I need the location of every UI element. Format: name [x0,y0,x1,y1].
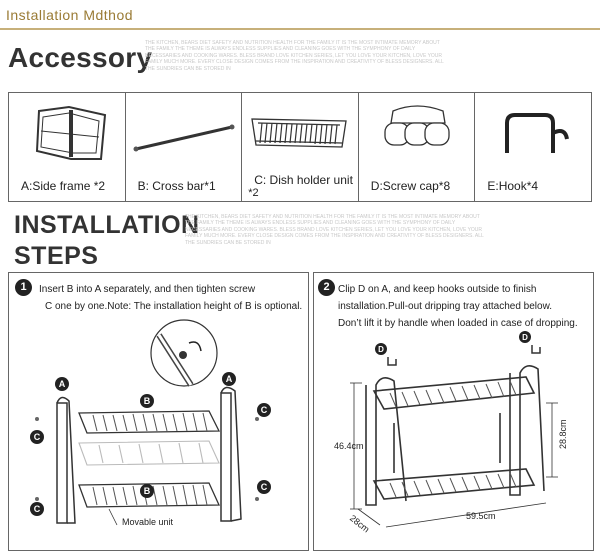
callout-d-right: D [522,333,528,342]
step-2-instructions: Clip D on A, and keep hooks outside to f… [338,281,594,332]
callout-a-right: A [226,374,233,384]
accessory-item-screw-cap: D:Screw cap*8 [359,93,476,201]
accessory-item-side-frame: A:Side frame *2 [9,93,126,201]
step-2-line-3: Don’t lift it by handle when loaded in c… [338,318,578,329]
step-1-panel: 1 Insert B into A separately, and then t… [8,272,309,551]
callout-b-top: B [144,396,151,406]
accessory-item-dish-holder: C: Dish holder unit *2 [242,93,359,201]
callout-a-left: A [59,379,66,389]
installation-heading-line2: STEPS [14,242,99,270]
step-1-line-2: C one by one.Note: The installation heig… [45,301,303,312]
step-2-number: 2 [318,279,335,296]
step-1-line-1: Insert B into A separately, and then tig… [39,284,256,295]
accessory-label: E:Hook*4 [487,179,539,193]
accessory-label: D:Screw cap*8 [370,179,451,193]
accessory-label-extra: *2 [248,187,259,199]
accessory-label: C: Dish holder unit [254,173,353,187]
step-2-panel: 2 Clip D on A, and keep hooks outside to… [313,272,594,551]
dimension-width: 59.5cm [466,511,496,521]
side-frame-icon [35,105,107,160]
accessory-table: A:Side frame *2 B: Cross bar*1 [8,92,592,202]
callout-c-4: C [261,482,268,492]
step-2-line-2: installation.Pull-out dripping tray atta… [338,301,553,312]
screw-cap-icon [384,105,450,146]
installation-heading-line1: INSTALLATION [14,211,200,239]
step-1-instructions: Insert B into A separately, and then tig… [39,281,309,315]
page-title: Installation Mdthod [6,7,134,23]
callout-d-left: D [378,345,384,354]
dimension-inner-height: 28.8cm [558,419,568,449]
accessory-fine-print: THE KITCHEN, BEARS DIET SAFETY AND NUTRI… [145,40,444,72]
dimension-height: 46.4cm [334,441,364,451]
accessory-label: B: Cross bar*1 [137,179,216,193]
step-1-diagram: A A B B C C C C [30,319,271,526]
hook-icon [505,113,570,153]
accessory-item-hook: E:Hook*4 [475,93,591,201]
callout-b-bottom: B [144,486,151,496]
accessory-heading: Accessory [8,42,153,73]
accessory-label: A:Side frame *2 [21,179,106,193]
installation-heading: INSTALLATION STEPS [14,210,200,272]
accessory-item-cross-bar: B: Cross bar*1 [126,93,243,201]
callout-c-1: C [34,432,41,442]
dish-holder-icon [251,118,347,148]
movable-unit-label: Movable unit [122,517,174,527]
step-2-diagram: D D [350,331,558,528]
top-bar: Installation Mdthod [0,0,600,30]
installation-fine-print: THE KITCHEN, BEARS DIET SAFETY AND NUTRI… [185,214,484,246]
callout-c-2: C [34,504,41,514]
cross-bar-icon [133,124,235,152]
callout-c-3: C [261,405,268,415]
step-2-line-1: Clip D on A, and keep hooks outside to f… [338,284,537,295]
step-1-number: 1 [15,279,32,296]
